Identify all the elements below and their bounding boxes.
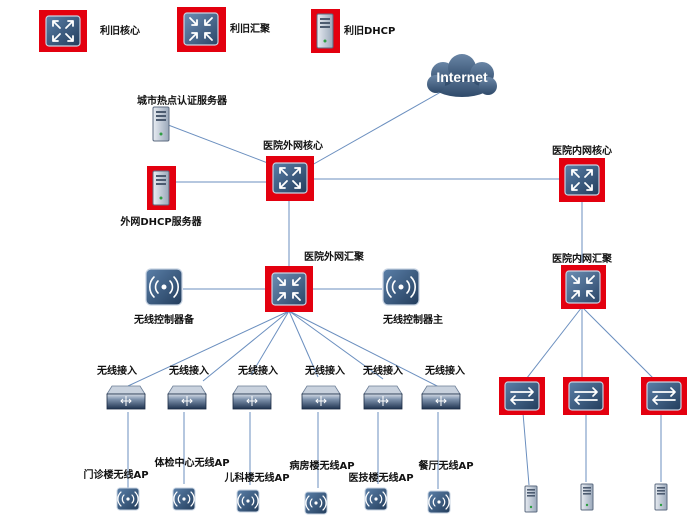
wlc-backup-label: 无线控制器备 <box>133 313 195 326</box>
internal-aggregation-label: 医院内网汇聚 <box>552 252 613 265</box>
access-switch: 无线接入 <box>301 364 345 410</box>
access-point-icon <box>172 487 196 511</box>
switch-icon <box>646 381 682 411</box>
server-icon <box>152 170 170 206</box>
aggregation-switch-icon <box>565 270 601 304</box>
legend-core-label: 利旧核心 <box>100 24 140 37</box>
external-aggregation-label: 医院外网汇聚 <box>304 250 365 263</box>
core-router-icon <box>272 162 308 194</box>
switch-icon <box>363 385 403 410</box>
access-switch-label: 无线接入 <box>424 364 465 377</box>
server-icon <box>654 483 668 511</box>
city-hotspot-auth-label: 城市热点认证服务器 <box>137 94 228 107</box>
access-point-icon <box>304 491 328 515</box>
access-point-icon <box>427 490 451 514</box>
legend-aggregation: 利旧汇聚 <box>177 7 271 52</box>
aggregation-switch-icon <box>183 12 219 46</box>
access-point: 病房楼无线AP <box>289 459 355 515</box>
external-core: 医院外网核心 <box>263 139 323 201</box>
access-point-label: 病房楼无线AP <box>289 459 354 472</box>
internal-core: 医院内网核心 <box>552 144 612 202</box>
legend-dhcp: 利旧DHCP <box>311 9 395 53</box>
access-switch: 无线接入 <box>96 364 146 410</box>
wireless-controller-icon <box>382 268 420 306</box>
external-dhcp-server: 外网DHCP服务器 <box>119 166 203 228</box>
link-extcore-internet <box>288 79 463 179</box>
cloud-icon <box>427 54 497 97</box>
city-hotspot-auth-server: 城市热点认证服务器 <box>137 94 228 142</box>
access-switch-label: 无线接入 <box>362 364 403 377</box>
switch-icon <box>301 385 341 410</box>
server-icon <box>524 485 538 513</box>
internal-aggregation: 医院内网汇聚 <box>552 252 613 309</box>
access-point-label: 餐厅无线AP <box>417 459 473 472</box>
link-auth-extcore <box>162 122 274 166</box>
internal-access-switch <box>499 377 545 415</box>
switch-icon <box>167 385 207 410</box>
external-core-label: 医院外网核心 <box>263 139 323 152</box>
legend-core: 利旧核心 <box>39 10 140 52</box>
internal-access-switch <box>563 377 609 415</box>
legend-aggregation-label: 利旧汇聚 <box>230 22 271 35</box>
access-point: 医技楼无线AP <box>348 471 414 511</box>
server-icon <box>580 483 594 511</box>
aggregation-switch-icon <box>271 272 307 306</box>
access-point: 体检中心无线AP <box>154 456 230 511</box>
internal-access-switch <box>641 377 687 415</box>
wireless-controller-icon <box>145 268 183 306</box>
network-links <box>127 79 662 489</box>
core-router-icon <box>564 164 600 196</box>
access-point-label: 门诊楼无线AP <box>83 468 148 481</box>
switch-icon <box>106 385 146 410</box>
access-switch-label: 无线接入 <box>304 364 345 377</box>
access-switch: 无线接入 <box>167 364 209 410</box>
access-point: 儿科楼无线AP <box>223 471 290 513</box>
cloud-label: Internet <box>436 69 488 85</box>
internet-cloud: Internet <box>427 54 497 97</box>
wlc-backup: 无线控制器备 <box>133 268 195 326</box>
access-switch-label: 无线接入 <box>168 364 209 377</box>
switch-icon <box>504 381 540 411</box>
legend-dhcp-label: 利旧DHCP <box>344 24 395 37</box>
access-point: 餐厅无线AP <box>417 459 474 514</box>
access-point-label: 体检中心无线AP <box>154 456 229 469</box>
wlc-primary: 无线控制器主 <box>382 268 443 326</box>
switch-icon <box>421 385 461 410</box>
external-aggregation: 医院外网汇聚 <box>265 250 365 312</box>
access-switch-label: 无线接入 <box>237 364 278 377</box>
access-point-icon <box>236 489 260 513</box>
access-switch: 无线接入 <box>232 364 278 410</box>
core-router-icon <box>45 15 81 47</box>
access-switch: 无线接入 <box>362 364 403 410</box>
access-point: 门诊楼无线AP <box>83 468 149 511</box>
access-point-label: 医技楼无线AP <box>348 471 413 484</box>
external-dhcp-label: 外网DHCP服务器 <box>119 215 202 228</box>
server-icon <box>152 106 170 142</box>
switch-icon <box>232 385 272 410</box>
access-switch: 无线接入 <box>421 364 465 410</box>
access-switch-label: 无线接入 <box>96 364 137 377</box>
access-point-icon <box>116 487 140 511</box>
access-point-label: 儿科楼无线AP <box>223 471 289 484</box>
wlc-primary-label: 无线控制器主 <box>382 313 443 326</box>
server-icon <box>316 13 334 49</box>
access-point-icon <box>364 487 388 511</box>
internal-core-label: 医院内网核心 <box>552 144 612 157</box>
switch-icon <box>568 381 604 411</box>
legend: 利旧核心 利旧汇聚 利旧DHCP <box>39 7 395 53</box>
